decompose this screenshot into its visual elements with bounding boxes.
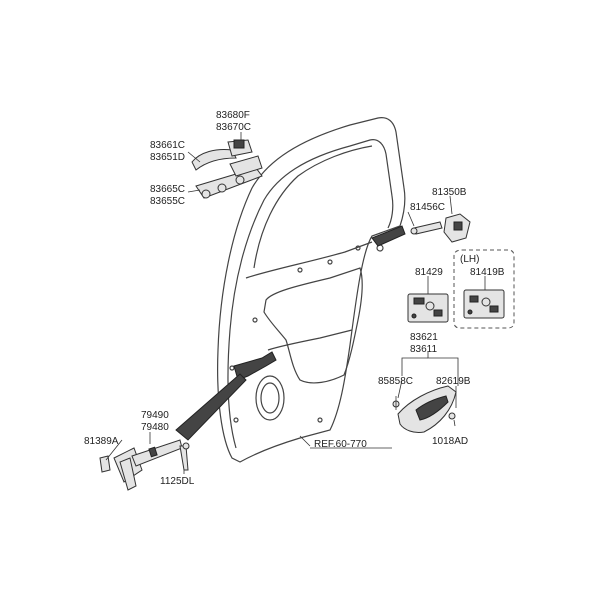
inside-handle bbox=[392, 385, 457, 433]
lh-box bbox=[453, 249, 515, 329]
label-83661C: 83661C bbox=[150, 140, 185, 151]
label-79480: 79480 bbox=[141, 422, 169, 433]
label-83670C: 83670C bbox=[216, 122, 251, 133]
label-81350B: 81350B bbox=[432, 187, 467, 198]
inner-handle-link bbox=[175, 351, 277, 441]
label-83611: 83611 bbox=[410, 344, 438, 355]
latch-wedge bbox=[371, 225, 406, 247]
door-checker bbox=[99, 439, 190, 491]
label-81419B: 81419B bbox=[470, 267, 505, 278]
outside-handle bbox=[191, 139, 263, 199]
label-81389A: 81389A bbox=[84, 436, 119, 447]
door-outer-panel bbox=[217, 117, 406, 463]
label-83680F: 83680F bbox=[216, 110, 250, 121]
label-82619B: 82619B bbox=[436, 376, 471, 387]
label-85858C: 85858C bbox=[378, 376, 413, 387]
label-81456C: 81456C bbox=[410, 202, 445, 213]
label-83655C: 83655C bbox=[150, 196, 185, 207]
label-lh: (LH) bbox=[460, 254, 479, 265]
leader-lines bbox=[105, 132, 486, 474]
label-83621: 83621 bbox=[410, 332, 438, 343]
label-83651D: 83651D bbox=[150, 152, 185, 163]
actuator-81429 bbox=[407, 293, 449, 323]
label-1018AD: 1018AD bbox=[432, 436, 468, 447]
label-1125DL: 1125DL bbox=[160, 476, 195, 487]
label-ref: REF.60-770 bbox=[314, 439, 367, 450]
door-striker bbox=[410, 213, 471, 243]
label-81429: 81429 bbox=[415, 267, 443, 278]
label-79490: 79490 bbox=[141, 410, 169, 421]
label-83665C: 83665C bbox=[150, 184, 185, 195]
